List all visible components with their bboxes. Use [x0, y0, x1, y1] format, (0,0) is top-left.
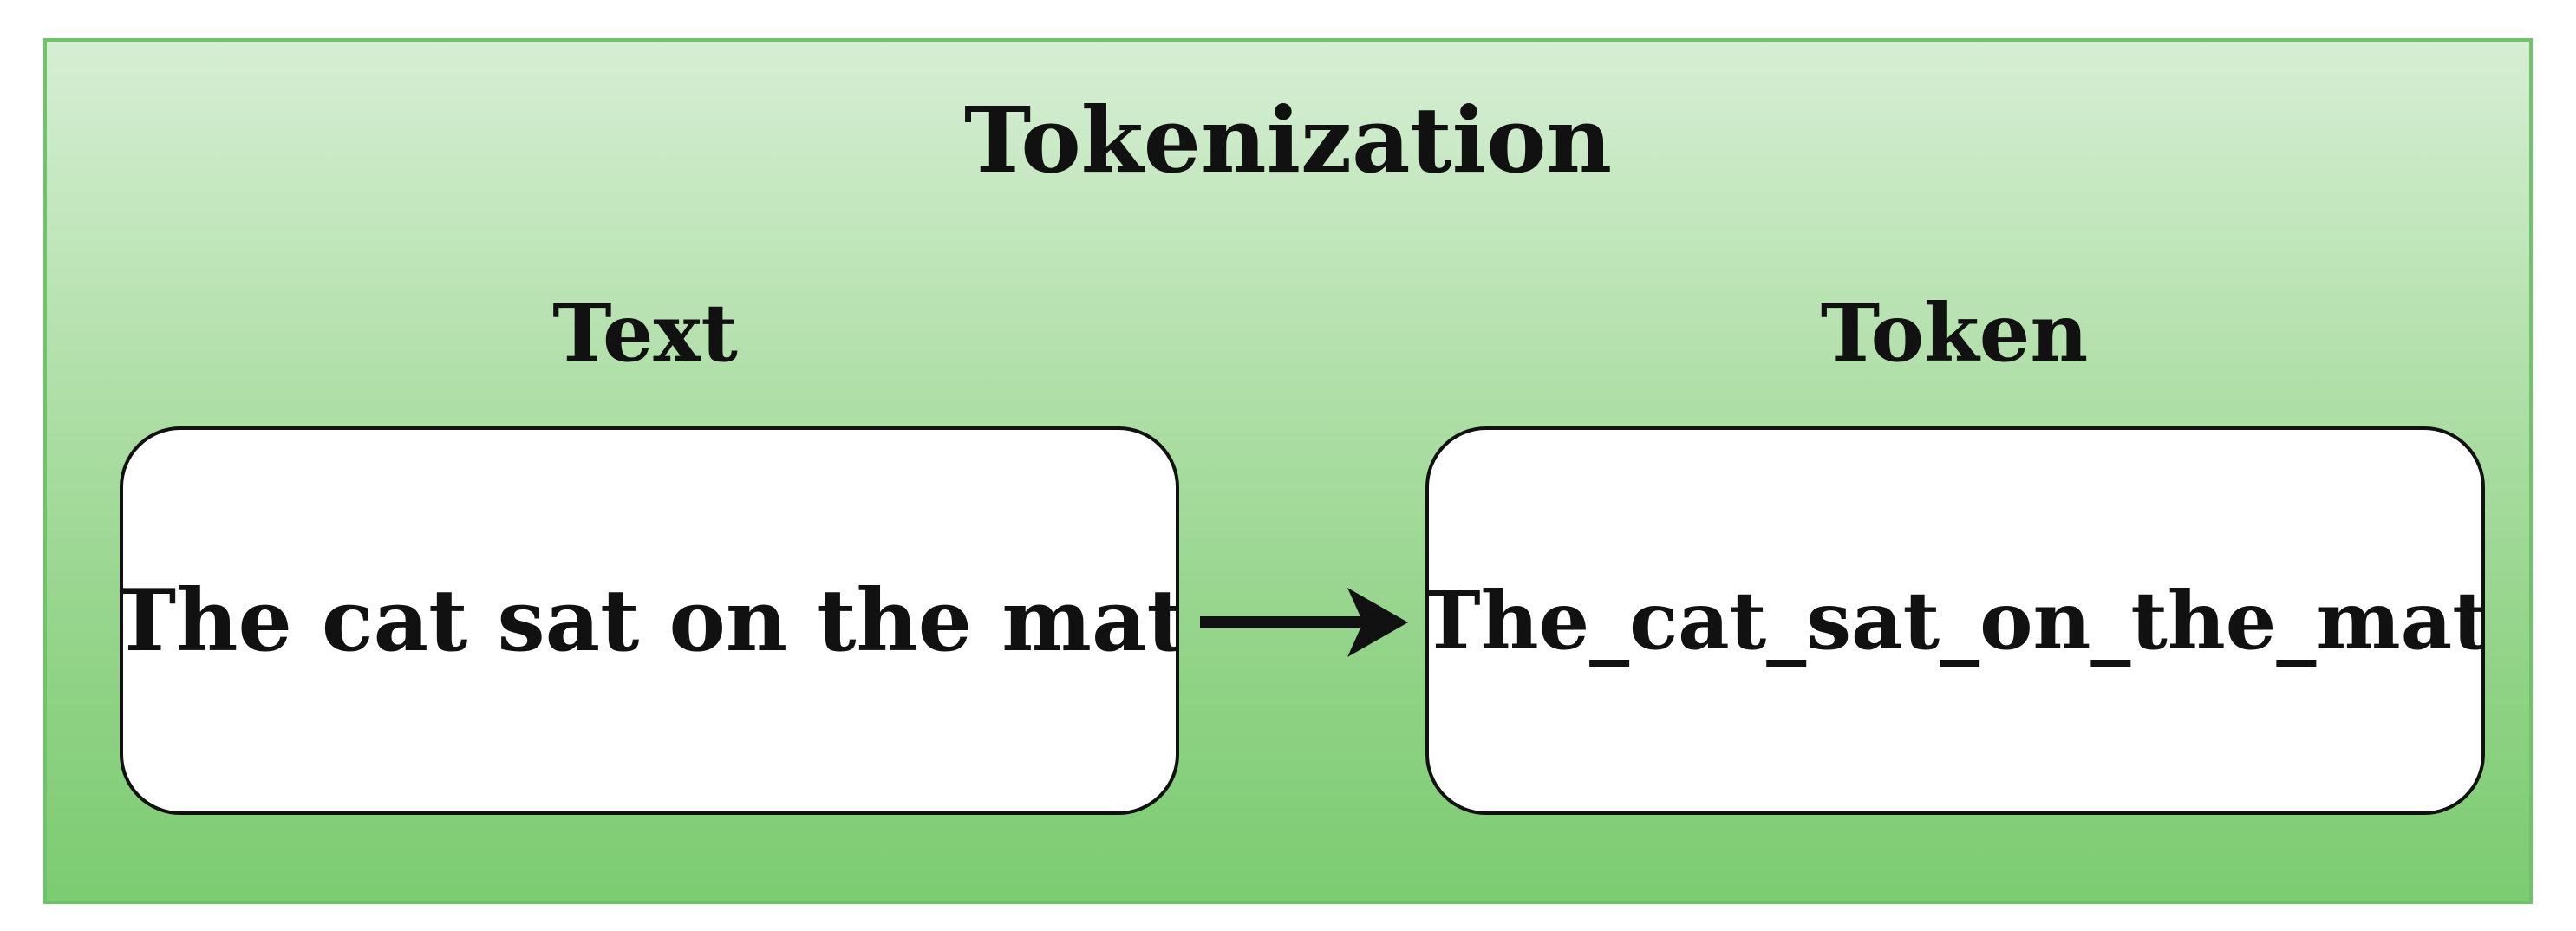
right-arrow-icon — [1200, 588, 1408, 657]
tokenization-panel: Tokenization Text Token The cat sat on t… — [43, 38, 2533, 904]
diagram-title: Tokenization — [963, 87, 1613, 193]
output-token: The_cat_sat_on_the_mat — [1425, 574, 2485, 667]
input-text: The cat sat on the mat — [120, 570, 1179, 671]
token-column-label: Token — [1820, 286, 2089, 380]
input-text-box: The cat sat on the mat — [120, 426, 1179, 815]
output-token-box: The_cat_sat_on_the_mat — [1425, 426, 2485, 815]
arrow-head — [1347, 588, 1408, 657]
text-column-label: Text — [552, 286, 738, 380]
